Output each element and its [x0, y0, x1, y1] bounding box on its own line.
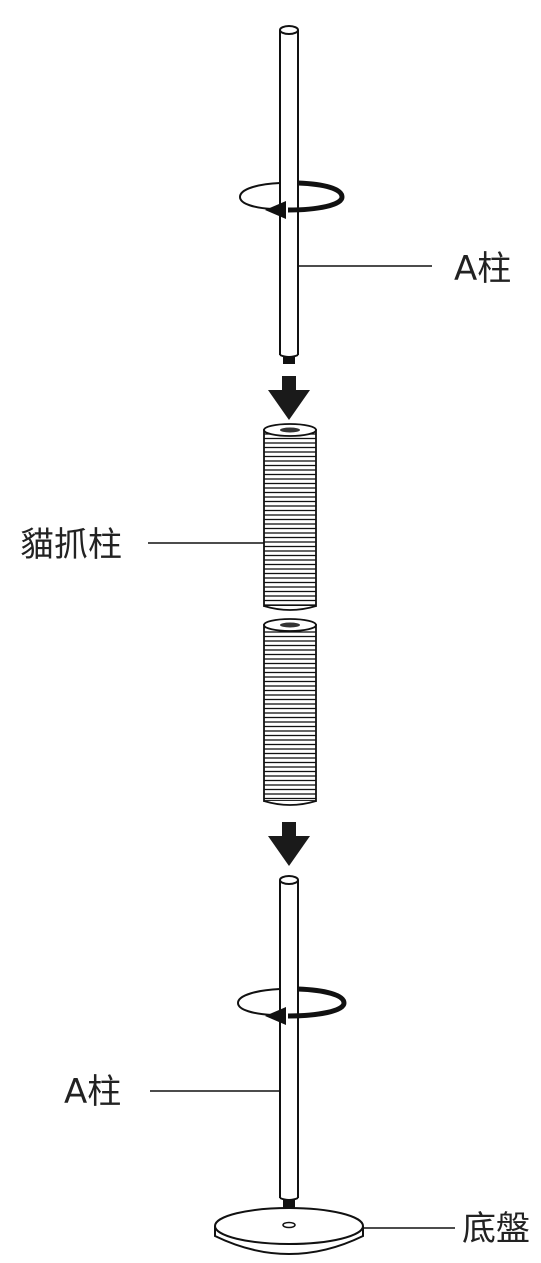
base-plate — [214, 1207, 364, 1255]
label-scratch-post: 貓抓柱 — [20, 525, 122, 565]
rotate-arrow-icon — [238, 180, 345, 219]
connector-peg — [283, 356, 295, 364]
scratch-post-upper — [263, 423, 317, 611]
down-arrow-icon — [268, 822, 310, 866]
label-upper-a-post: A柱 — [454, 249, 512, 289]
down-arrow-icon — [268, 376, 310, 420]
connector-peg — [283, 1199, 295, 1208]
rotate-arrow-icon — [236, 986, 347, 1025]
label-lower-a-post: A柱 — [64, 1072, 122, 1112]
upper-a-post — [279, 25, 299, 364]
scratch-post-lower — [263, 618, 317, 806]
lower-a-post — [279, 875, 299, 1208]
label-base: 底盤 — [462, 1209, 530, 1249]
